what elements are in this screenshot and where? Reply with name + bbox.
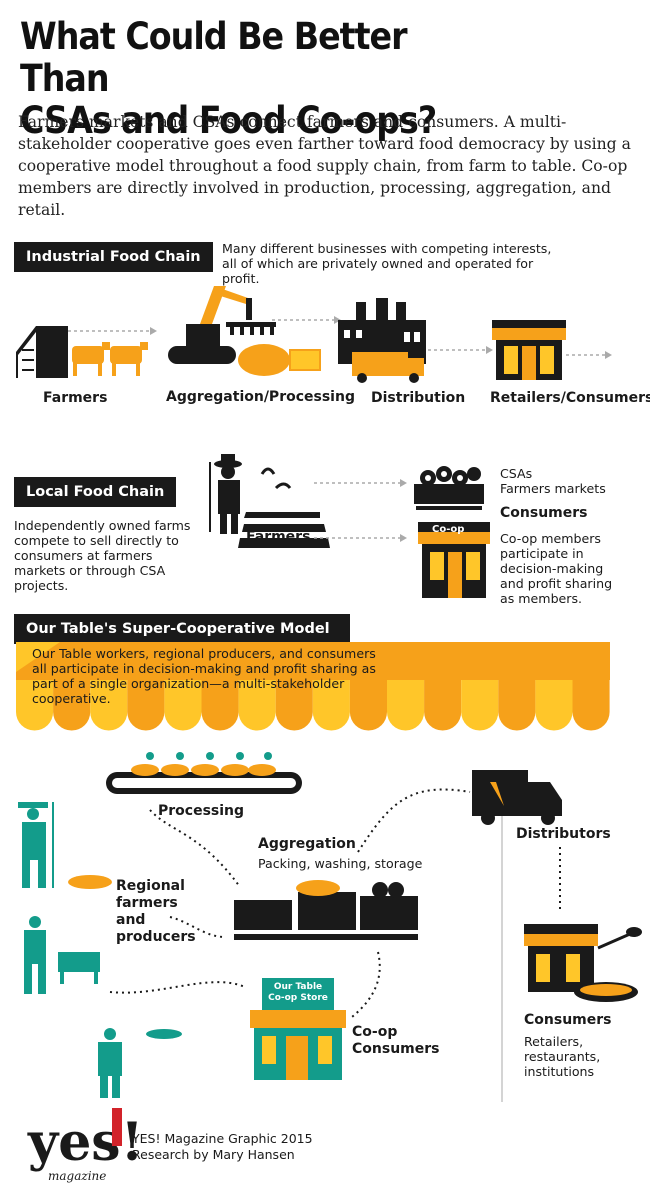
super-coop-description: Our Table workers, regional producers, a… bbox=[32, 646, 376, 706]
industrial-banner: Industrial Food Chain bbox=[14, 242, 213, 272]
label-farmers: Farmers bbox=[43, 390, 108, 406]
awning-scallop bbox=[535, 680, 573, 731]
barn-icon bbox=[16, 326, 68, 378]
awning-scallop bbox=[461, 680, 499, 731]
coop-sign: Co-op bbox=[432, 524, 465, 535]
awning-scallop bbox=[53, 680, 91, 731]
awning-scallop bbox=[164, 680, 202, 731]
field-icon bbox=[238, 467, 330, 548]
page-title: What Could Be Better Than CSAs and Food … bbox=[20, 16, 460, 142]
farmer-icon bbox=[209, 454, 242, 534]
awning-scallops bbox=[16, 680, 610, 731]
awning-scallop bbox=[127, 680, 165, 731]
consumers-label: Consumers bbox=[524, 1012, 612, 1028]
label-aggregation-processing: Aggregation/Processing bbox=[166, 389, 355, 405]
local-farmers-label: Farmers bbox=[246, 529, 311, 545]
csa-label: CSAs bbox=[500, 466, 533, 481]
awning-scallop bbox=[275, 680, 313, 731]
conveyor-icon bbox=[106, 752, 302, 794]
awning-scallop bbox=[387, 680, 425, 731]
cows-icon bbox=[72, 342, 148, 376]
credit-line-1: YES! Magazine Graphic 2015 bbox=[132, 1131, 313, 1146]
awning-scallop bbox=[312, 680, 350, 731]
awning-illustration bbox=[16, 642, 610, 731]
processing-machine-icon bbox=[168, 286, 321, 376]
local-description: Independently owned farms compete to sel… bbox=[14, 518, 191, 593]
local-consumers-label: Consumers bbox=[500, 505, 588, 521]
aggregation-sublabel: Packing, washing, storage bbox=[258, 856, 423, 871]
awning-scallop bbox=[201, 680, 239, 731]
credit-line-2: Research by Mary Hansen bbox=[132, 1147, 295, 1162]
logo-text: yes! bbox=[27, 1112, 143, 1173]
awning-scallop bbox=[90, 680, 128, 731]
title-line-1: What Could Be Better Than bbox=[20, 15, 408, 100]
local-chain-illustration bbox=[209, 454, 490, 598]
awning-scallop bbox=[349, 680, 387, 731]
store-sign: Our Table Co-op Store bbox=[268, 982, 328, 1003]
industrial-chain-illustration bbox=[16, 286, 612, 383]
awning-scallop bbox=[238, 680, 276, 731]
coop-store-icon bbox=[418, 522, 490, 598]
distributors-label: Distributors bbox=[516, 826, 611, 842]
intro-paragraph: Farmers markets and CSAs connect farmers… bbox=[18, 113, 631, 219]
awning-scallop bbox=[16, 680, 54, 731]
our-table-store-icon bbox=[250, 978, 346, 1080]
yes-magazine-logo: yes! magazine bbox=[27, 1108, 143, 1183]
awning-scallop bbox=[572, 680, 610, 731]
processing-label: Processing bbox=[158, 803, 245, 819]
super-coop-illustration bbox=[18, 752, 642, 1102]
aggregation-label: Aggregation bbox=[258, 836, 356, 852]
local-banner: Local Food Chain bbox=[14, 477, 177, 507]
retail-store-icon bbox=[492, 320, 566, 380]
crates-icon bbox=[234, 880, 418, 940]
title-line-2: CSAs and Food Co-ops? bbox=[20, 99, 437, 142]
regional-producers-label: Regional farmers and producers bbox=[116, 878, 196, 945]
factory-icon bbox=[338, 298, 426, 383]
farmers-markets-label: Farmers markets bbox=[500, 481, 606, 496]
label-retailers-consumers: Retailers/Consumers bbox=[490, 390, 650, 406]
consumers-store-icon bbox=[524, 924, 642, 1002]
awning-scallop bbox=[424, 680, 462, 731]
market-crate-icon bbox=[414, 466, 484, 510]
coop-consumers-label: Co-op Consumers bbox=[352, 1024, 440, 1057]
consumers-sublabel: Retailers, restaurants, institutions bbox=[524, 1034, 601, 1079]
coop-description: Co-op members participate in decision-ma… bbox=[500, 531, 613, 606]
delivery-truck-icon bbox=[472, 770, 562, 825]
label-distribution: Distribution bbox=[371, 390, 466, 406]
industrial-description: Many different businesses with competing… bbox=[222, 241, 552, 286]
teal-farmers-icon bbox=[18, 802, 182, 1098]
awning-scallop bbox=[498, 680, 536, 731]
logo-subtext: magazine bbox=[48, 1169, 106, 1183]
super-coop-banner: Our Table's Super-Cooperative Model bbox=[14, 614, 350, 644]
